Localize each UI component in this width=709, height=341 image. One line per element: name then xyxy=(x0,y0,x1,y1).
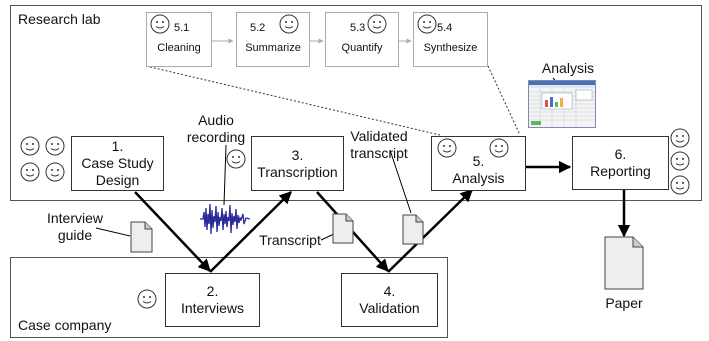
smiley-face-icon xyxy=(150,14,170,34)
step-interviews[interactable]: 2. Interviews xyxy=(165,273,260,327)
smiley-face-icon xyxy=(226,149,246,169)
document-icon xyxy=(332,213,354,244)
research-lab-label: Research lab xyxy=(18,11,101,27)
audio-waveform-icon xyxy=(200,203,250,235)
substep-name: Cleaning xyxy=(157,42,201,54)
document-icon xyxy=(130,221,153,253)
substep-number: 5.2 xyxy=(250,22,266,34)
substep-name: Summarize xyxy=(245,42,301,54)
smiley-face-icon xyxy=(367,14,387,34)
smiley-face-icon xyxy=(437,138,457,158)
smiley-face-icon xyxy=(45,162,65,182)
smiley-face-icon xyxy=(279,14,299,34)
document-icon xyxy=(604,236,644,290)
smiley-face-icon xyxy=(20,136,40,156)
smiley-face-icon xyxy=(670,151,690,171)
case-company-label: Case company xyxy=(18,317,112,333)
transcript-label: Transcript xyxy=(259,232,321,248)
substep-name: Quantify xyxy=(341,42,383,54)
smiley-face-icon xyxy=(489,138,509,158)
audio-recording-label: Audio recording xyxy=(186,112,246,145)
substep-number: 5.4 xyxy=(437,22,453,34)
smiley-face-icon xyxy=(670,128,690,148)
step-reporting[interactable]: 6. Reporting xyxy=(572,136,669,190)
spreadsheet-thumbnail-icon xyxy=(528,80,596,128)
step-transcription[interactable]: 3. Transcription xyxy=(251,136,344,191)
substep-quantify[interactable]: 5.3 Quantify xyxy=(325,12,399,67)
substep-number: 5.3 xyxy=(350,22,366,34)
smiley-face-icon xyxy=(20,162,40,182)
step-validation[interactable]: 4. Validation xyxy=(341,273,438,327)
analysis-artifact-label: Analysis xyxy=(541,60,595,76)
paper-label: Paper xyxy=(605,295,643,311)
validated-transcript-label: Validated transcript xyxy=(350,128,408,161)
substep-name: Synthesize xyxy=(423,42,478,54)
smiley-face-icon xyxy=(670,175,690,195)
smiley-face-icon xyxy=(417,14,437,34)
substep-number: 5.1 xyxy=(174,22,190,34)
smiley-face-icon xyxy=(45,136,65,156)
smiley-face-icon xyxy=(137,289,157,309)
interview-guide-label: Interview guide xyxy=(46,210,104,243)
step-case-study-design[interactable]: 1. Case Study Design xyxy=(71,136,164,191)
document-icon xyxy=(402,214,424,245)
